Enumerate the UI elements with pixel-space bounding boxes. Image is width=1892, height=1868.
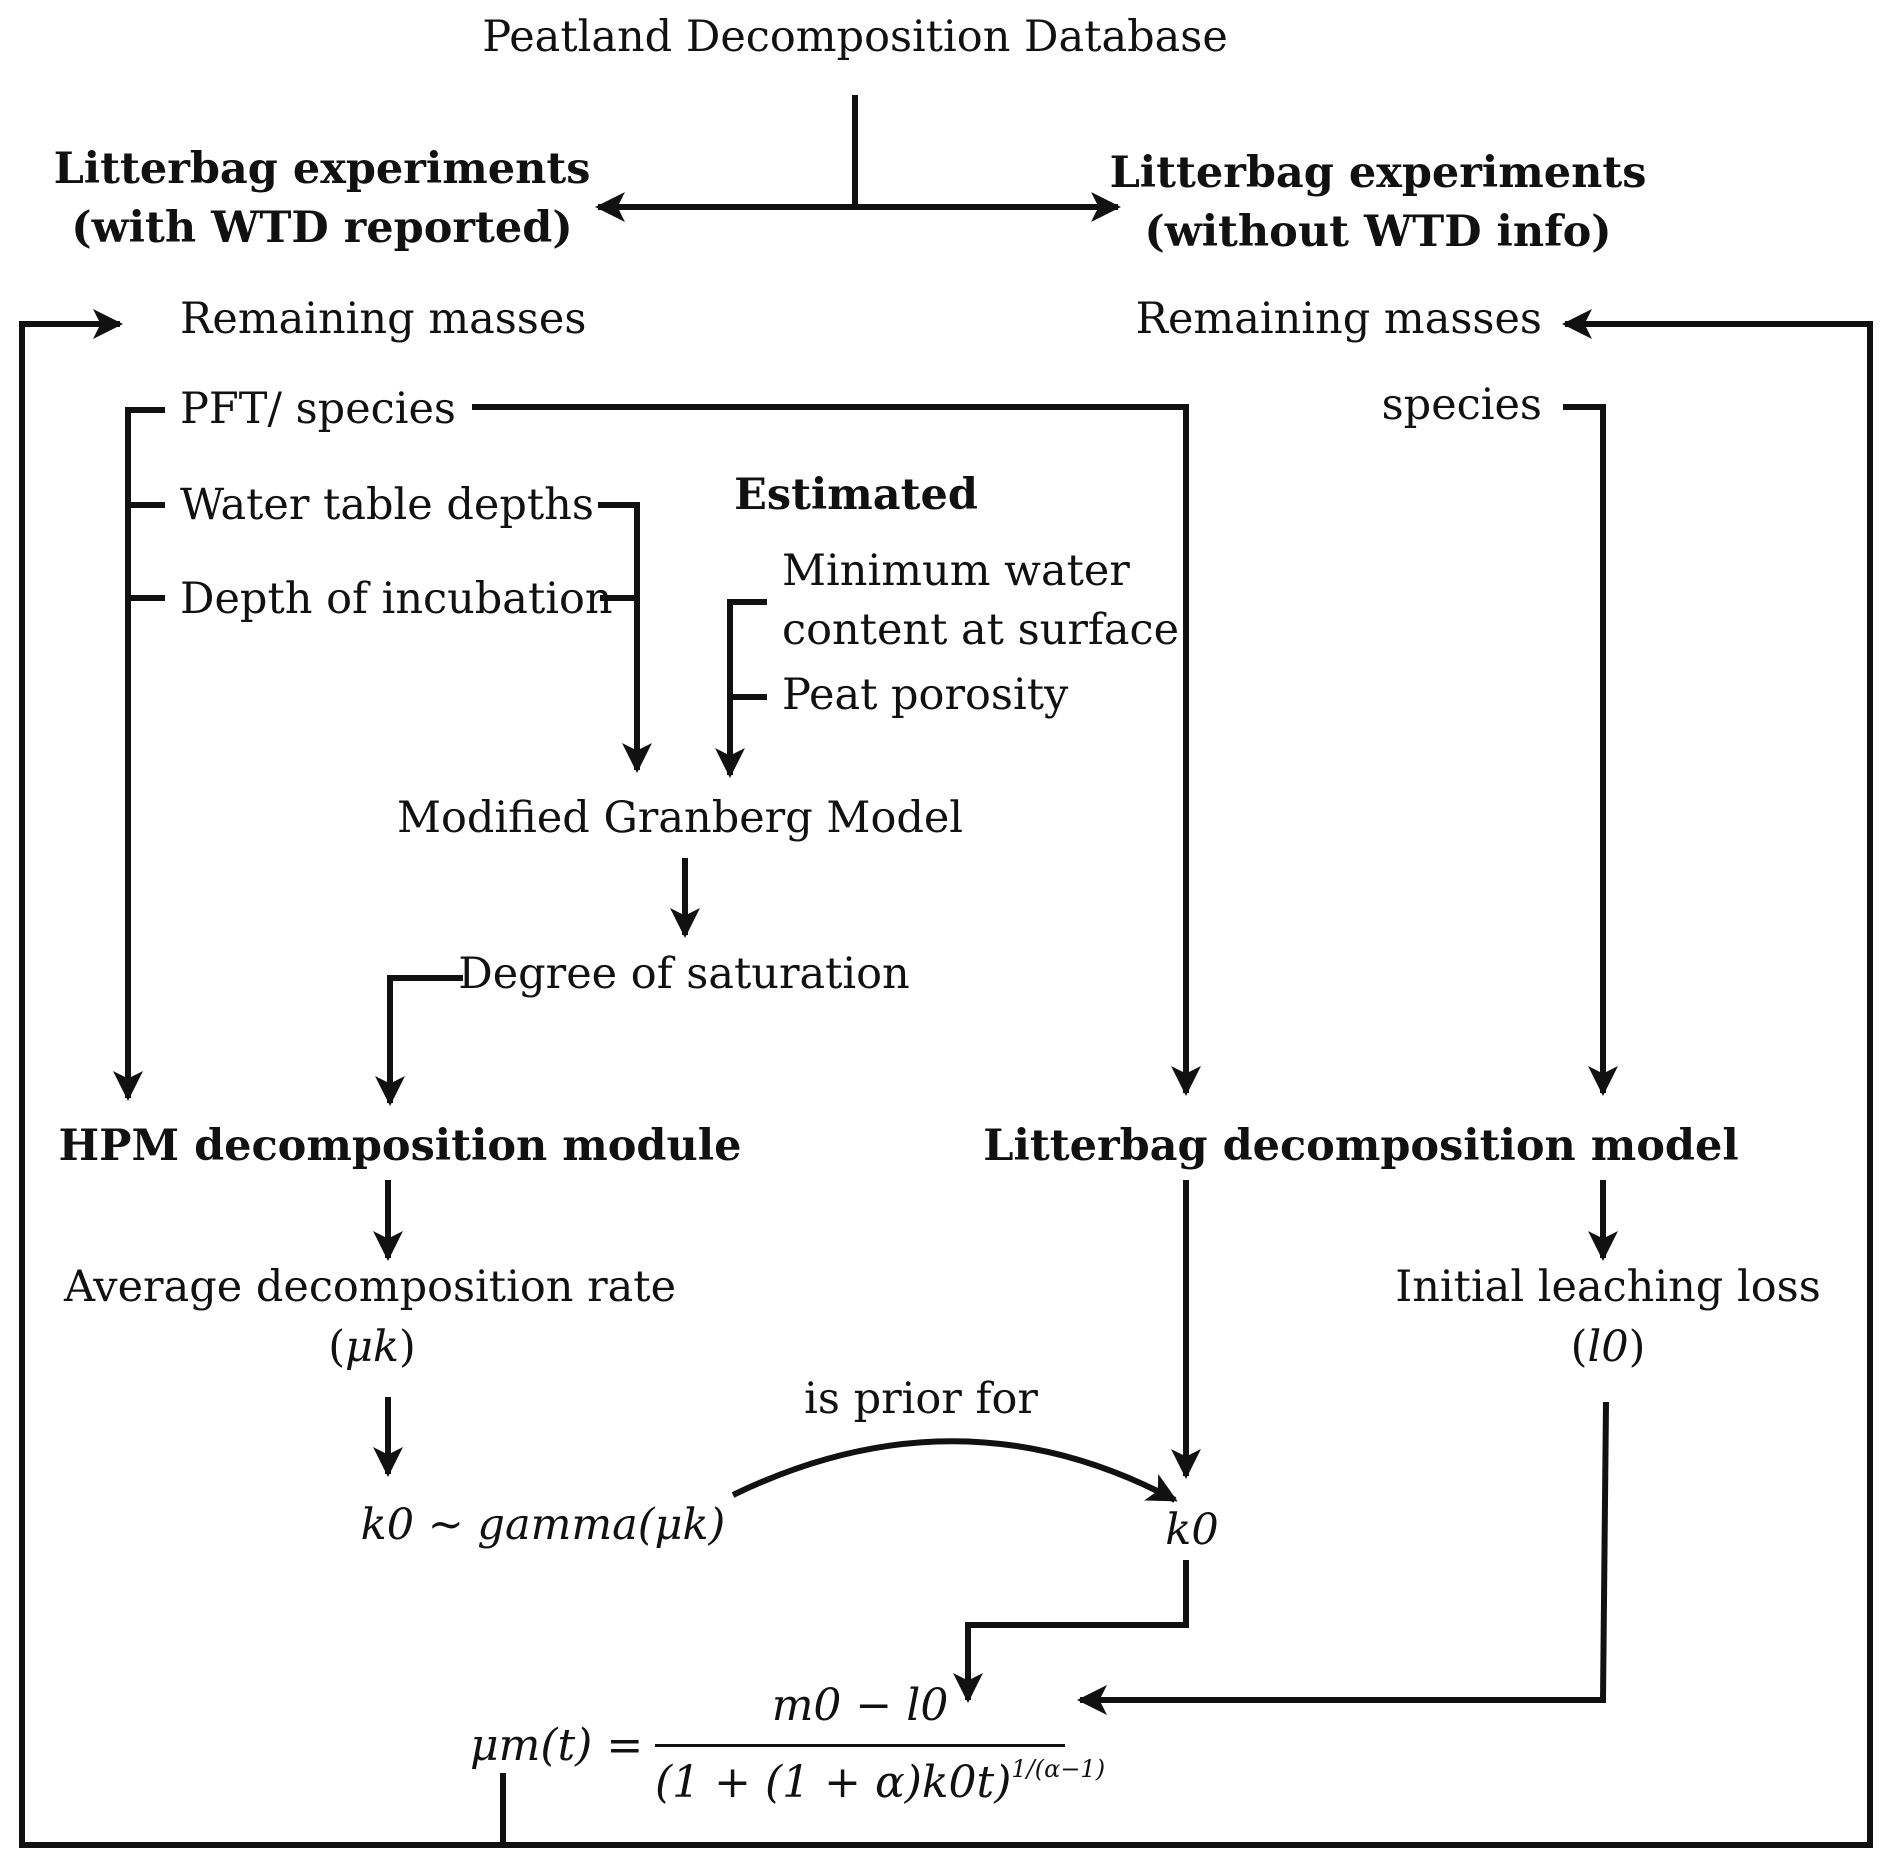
- node-peat-porosity: Peat porosity: [782, 670, 1069, 720]
- formula-denominator: (1 + (1 + α)k0t): [655, 1757, 1012, 1808]
- formula-fraction: m0 − l0 (1 + (1 + α)k0t)1/(α−1): [655, 1680, 1105, 1808]
- arrow-estimated-to-granberg: [715, 599, 767, 778]
- node-min-water-line2: content at surface: [782, 605, 1180, 655]
- node-average-decomposition-rate: Average decomposition rate: [63, 1262, 677, 1312]
- node-species: species: [1381, 380, 1542, 430]
- node-degree-of-saturation: Degree of saturation: [458, 949, 910, 999]
- arrow-pft-species-to-litterbag-model: [472, 404, 1201, 1096]
- node-average-decomposition-symbol: (μk): [328, 1322, 416, 1372]
- arrow-k0-to-formula: [953, 1560, 1189, 1703]
- node-left-header-line2: (with WTD reported): [71, 203, 573, 253]
- node-depth-of-incubation: Depth of incubation: [180, 574, 613, 624]
- edge-label-is-prior-for: is prior for: [804, 1374, 1038, 1424]
- node-k0-gamma: k0 ~ gamma(μk): [360, 1500, 726, 1550]
- node-hpm-module: HPM decomposition module: [58, 1121, 742, 1171]
- node-min-water-line1: Minimum water: [782, 546, 1130, 596]
- node-left-remaining-masses: Remaining masses: [180, 294, 587, 344]
- formula-denominator-group: (1 + (1 + α)k0t)1/(α−1): [655, 1755, 1105, 1808]
- arrow-loop-to-left-remaining-masses: [19, 309, 506, 1848]
- formula-fraction-bar: [655, 1744, 1065, 1747]
- formula-lhs: μm(t) =: [470, 1720, 644, 1771]
- node-left-header-line1: Litterbag experiments: [53, 144, 591, 194]
- arrow-left-bus-to-hpm: [113, 407, 165, 1101]
- arrow-leaching-to-formula: [1077, 1401, 1609, 1715]
- node-k0: k0: [1165, 1505, 1219, 1555]
- arrow-species-to-litterbag-model: [1563, 404, 1618, 1096]
- arrow-wtd-to-granberg: [598, 502, 652, 773]
- node-litterbag-model: Litterbag decomposition model: [983, 1121, 1739, 1171]
- arrow-prior-curve: [731, 1438, 1178, 1503]
- node-right-header-line2: (without WTD info): [1144, 207, 1612, 257]
- node-pft-species: PFT/ species: [180, 384, 456, 434]
- node-right-remaining-masses: Remaining masses: [1135, 294, 1542, 344]
- symbol-mu-k: μk: [344, 1322, 400, 1372]
- arrow-loop-to-right-remaining-masses: [503, 309, 1873, 1848]
- arrow-saturation-to-hpm: [375, 975, 463, 1106]
- symbol-l0: l0: [1587, 1322, 1629, 1372]
- node-right-header-line1: Litterbag experiments: [1109, 148, 1647, 198]
- formula-exponent: 1/(α−1): [1011, 1755, 1106, 1783]
- node-database: Peatland Decomposition Database: [482, 12, 1228, 62]
- node-initial-leaching-symbol: (l0): [1570, 1322, 1646, 1372]
- node-estimated: Estimated: [734, 470, 978, 520]
- formula-numerator: m0 − l0: [771, 1680, 949, 1731]
- node-water-table-depths: Water table depths: [180, 480, 594, 530]
- node-granberg-model: Modified Granberg Model: [396, 793, 964, 843]
- node-initial-leaching-loss: Initial leaching loss: [1395, 1262, 1821, 1312]
